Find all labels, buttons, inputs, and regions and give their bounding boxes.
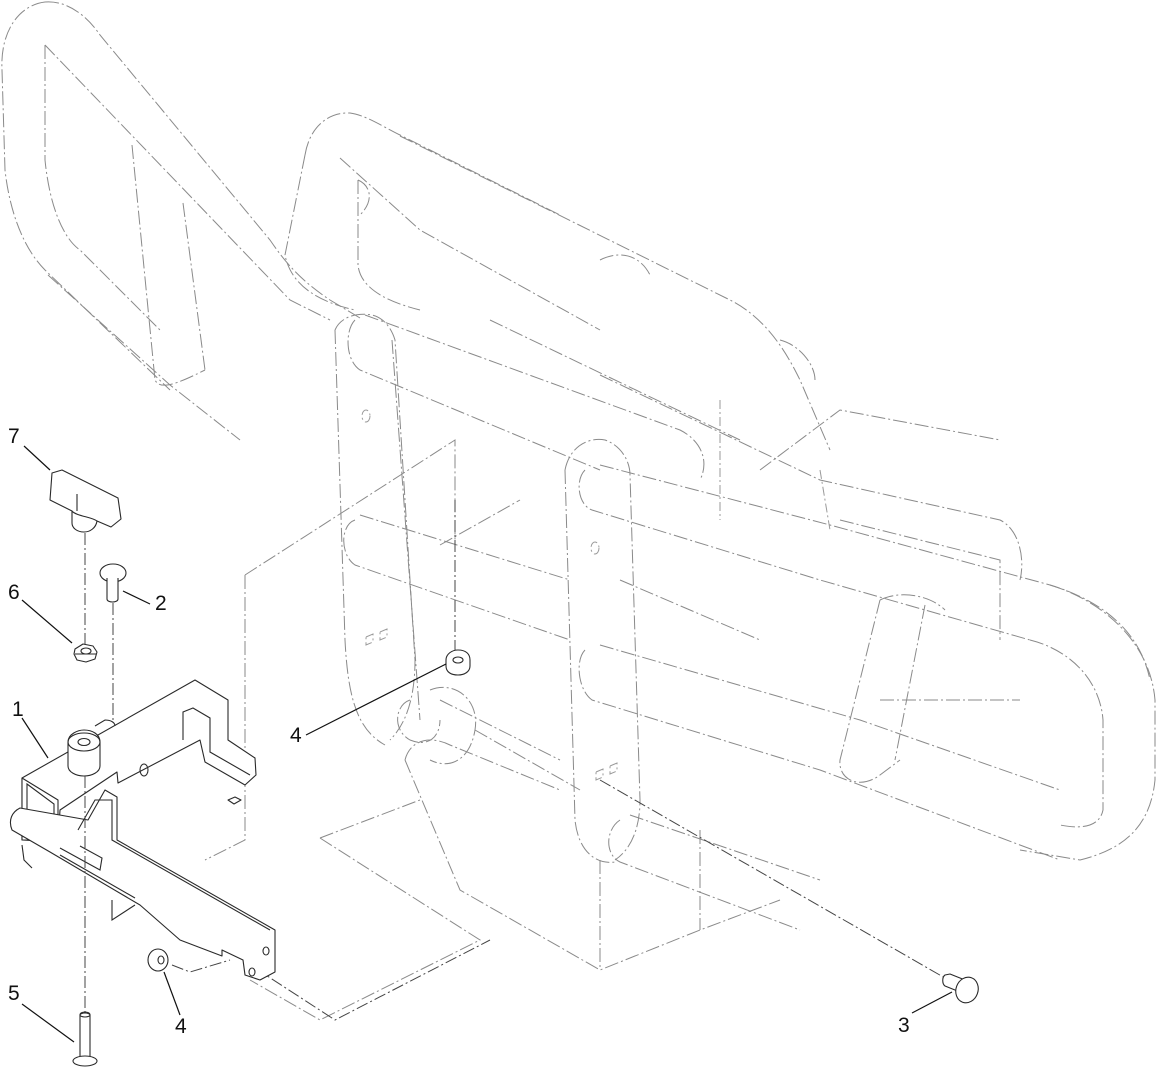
callout-5: 5 xyxy=(8,982,20,1005)
centerline-pin-3 xyxy=(599,779,946,979)
centerline-pin-hole xyxy=(254,939,491,1021)
centerline-nut-4-lower xyxy=(171,959,231,973)
callout-7: 7 xyxy=(8,425,20,448)
part-1-hitch-bracket[interactable] xyxy=(9,679,276,981)
part-4-flange-nut-upper[interactable] xyxy=(445,649,471,676)
part-5-shoulder-bolt[interactable] xyxy=(72,1011,98,1067)
leader-6 xyxy=(21,599,73,644)
callout-1: 1 xyxy=(12,698,24,721)
leader-7 xyxy=(23,445,51,471)
phantom-brush-guard xyxy=(1,1,1156,1021)
leader-lines xyxy=(21,445,953,1043)
callout-4-lower: 4 xyxy=(175,1015,187,1038)
leader-1 xyxy=(21,717,49,759)
callout-4-upper: 4 xyxy=(290,724,302,747)
callout-2: 2 xyxy=(155,592,167,615)
callout-3: 3 xyxy=(898,1014,910,1037)
callout-6: 6 xyxy=(8,581,20,604)
part-7-t-knob[interactable] xyxy=(49,469,122,533)
leader-4-lower xyxy=(163,971,181,1016)
part-2-carriage-bolt[interactable] xyxy=(99,563,127,603)
part-6-hex-nut[interactable] xyxy=(73,643,98,663)
part-3-clevis-pin[interactable] xyxy=(942,973,982,1006)
leader-4-upper xyxy=(305,663,447,736)
leader-2 xyxy=(122,590,151,605)
leader-5 xyxy=(21,1003,75,1043)
leader-3 xyxy=(911,991,953,1014)
part-4-flange-nut-lower[interactable] xyxy=(147,948,169,972)
